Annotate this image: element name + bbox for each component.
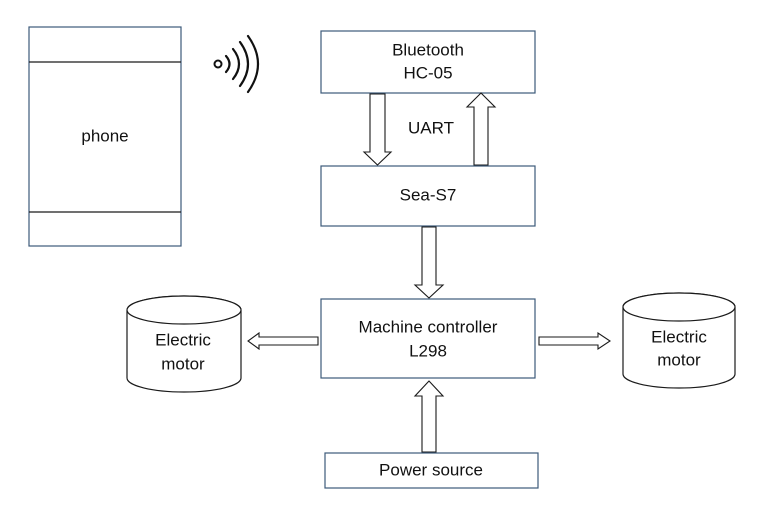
arrow-controller-to-right-motor xyxy=(538,331,611,351)
left-motor-label-line2: motor xyxy=(161,354,205,373)
power-box xyxy=(324,452,539,489)
left-motor-top xyxy=(126,295,242,325)
bluetooth-label-line2: HC-05 xyxy=(403,63,452,82)
right-motor: Electric motor xyxy=(622,292,736,389)
arrow-power-to-controller xyxy=(413,380,445,453)
wireless-signal-arc-2 xyxy=(231,47,241,81)
power-block: Power source xyxy=(324,452,539,489)
arrow-mcu-to-bluetooth xyxy=(465,92,497,166)
mcu-box xyxy=(320,165,536,227)
right-motor-top xyxy=(622,292,736,322)
left-motor-label-line1: Electric xyxy=(155,330,211,349)
arrow-mcu-to-controller xyxy=(413,226,445,299)
bluetooth-box xyxy=(320,30,536,94)
controller-block: Machine controller L298 xyxy=(320,298,536,379)
controller-box xyxy=(320,298,536,379)
phone-body xyxy=(28,26,182,247)
left-motor: Electric motor xyxy=(126,295,242,393)
right-motor-label-line1: Electric xyxy=(651,327,707,346)
bluetooth-label-line1: Bluetooth xyxy=(392,40,464,59)
wireless-signal-icon xyxy=(213,34,259,94)
power-label: Power source xyxy=(379,460,483,479)
bluetooth-block: Bluetooth HC-05 xyxy=(320,30,536,94)
phone-block: phone xyxy=(28,26,182,247)
wireless-signal-arc-1 xyxy=(224,54,231,74)
controller-label-line2: L298 xyxy=(409,341,447,360)
mcu-label: Sea-S7 xyxy=(400,185,457,204)
right-motor-label-line2: motor xyxy=(657,350,701,369)
controller-label-line1: Machine controller xyxy=(359,317,498,336)
mcu-block: Sea-S7 xyxy=(320,165,536,227)
wireless-signal-dot xyxy=(213,59,223,69)
arrow-bluetooth-to-mcu xyxy=(362,93,393,166)
phone-label: phone xyxy=(81,126,128,145)
wireless-signal-arc-4 xyxy=(246,34,259,94)
wireless-signal-arc-3 xyxy=(238,40,250,88)
uart-label: UART xyxy=(408,118,454,137)
arrow-controller-to-left-motor xyxy=(247,331,319,351)
